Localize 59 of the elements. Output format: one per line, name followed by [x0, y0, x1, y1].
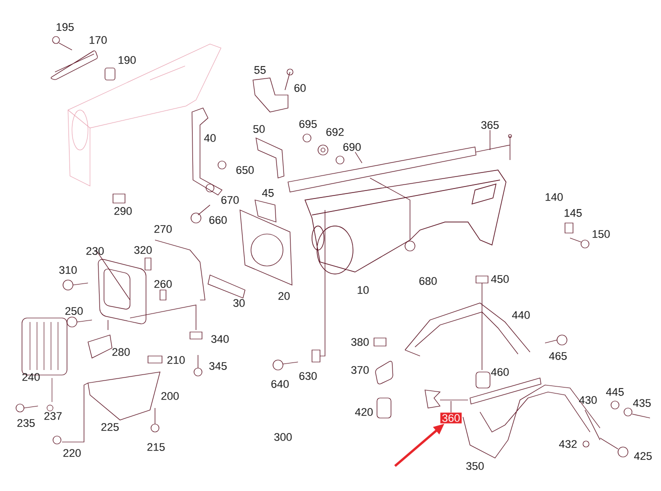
callout-number: 280 [112, 348, 130, 356]
callout-number: 435 [633, 399, 651, 407]
callout-number: 640 [271, 380, 289, 388]
callout-number: 260 [154, 280, 172, 288]
callout-number: 60 [294, 84, 306, 92]
highlighted-callout-number: 360 [440, 412, 462, 424]
callout-number: 150 [592, 230, 610, 238]
callout-number: 20 [278, 292, 290, 300]
callout-number: 225 [101, 423, 119, 431]
callout-number: 200 [161, 392, 179, 400]
callout-number: 370 [351, 366, 369, 374]
callout-number: 430 [579, 396, 597, 404]
callout-number: 145 [564, 209, 582, 217]
callout-number: 210 [167, 356, 185, 364]
callout-number: 445 [606, 388, 624, 396]
callout-number: 215 [147, 443, 165, 451]
callout-number: 465 [549, 352, 567, 360]
callout-number: 300 [274, 433, 292, 441]
callout-number: 365 [481, 121, 499, 129]
callout-number: 320 [134, 246, 152, 254]
callout-number: 45 [262, 189, 274, 197]
callout-number: 290 [114, 207, 132, 215]
callout-number: 240 [22, 373, 40, 381]
callout-number: 30 [233, 299, 245, 307]
callout-number: 10 [358, 286, 369, 294]
callout-number: 195 [56, 23, 74, 31]
callout-number: 270 [154, 225, 172, 233]
callout-number: 40 [204, 134, 216, 142]
callout-number: 310 [59, 266, 77, 274]
callout-number: 692 [326, 128, 344, 136]
callout-number: 340 [211, 335, 229, 343]
callout-number: 345 [209, 362, 227, 370]
callout-number: 650 [236, 166, 254, 174]
callout-number: 250 [65, 307, 83, 315]
callout-number: 460 [491, 368, 509, 376]
callout-number: 660 [209, 216, 227, 224]
callout-number: 450 [491, 275, 509, 283]
callout-number: 680 [419, 277, 437, 285]
callout-number: 50 [253, 125, 265, 133]
leader-line [354, 152, 362, 164]
callout-number: 440 [512, 311, 530, 319]
callout-number: 237 [44, 412, 62, 420]
callout-number: 432 [559, 440, 577, 448]
callout-number: 695 [299, 120, 317, 128]
callout-number: 230 [86, 247, 104, 255]
callout-number: 425 [634, 452, 652, 460]
callout-number: 350 [466, 462, 484, 470]
callout-number: 220 [63, 449, 81, 457]
leader-line [450, 400, 452, 413]
callout-number: 420 [355, 408, 373, 416]
callout-number: 170 [90, 36, 107, 44]
callout-number: 380 [351, 338, 369, 346]
callout-number: 55 [254, 66, 266, 74]
callout-number: 630 [299, 372, 317, 380]
callout-number: 235 [17, 419, 35, 427]
callout-number: 670 [221, 196, 239, 204]
callout-number: 140 [546, 193, 563, 201]
callout-number: 690 [343, 143, 361, 151]
callout-number: 190 [118, 56, 136, 64]
